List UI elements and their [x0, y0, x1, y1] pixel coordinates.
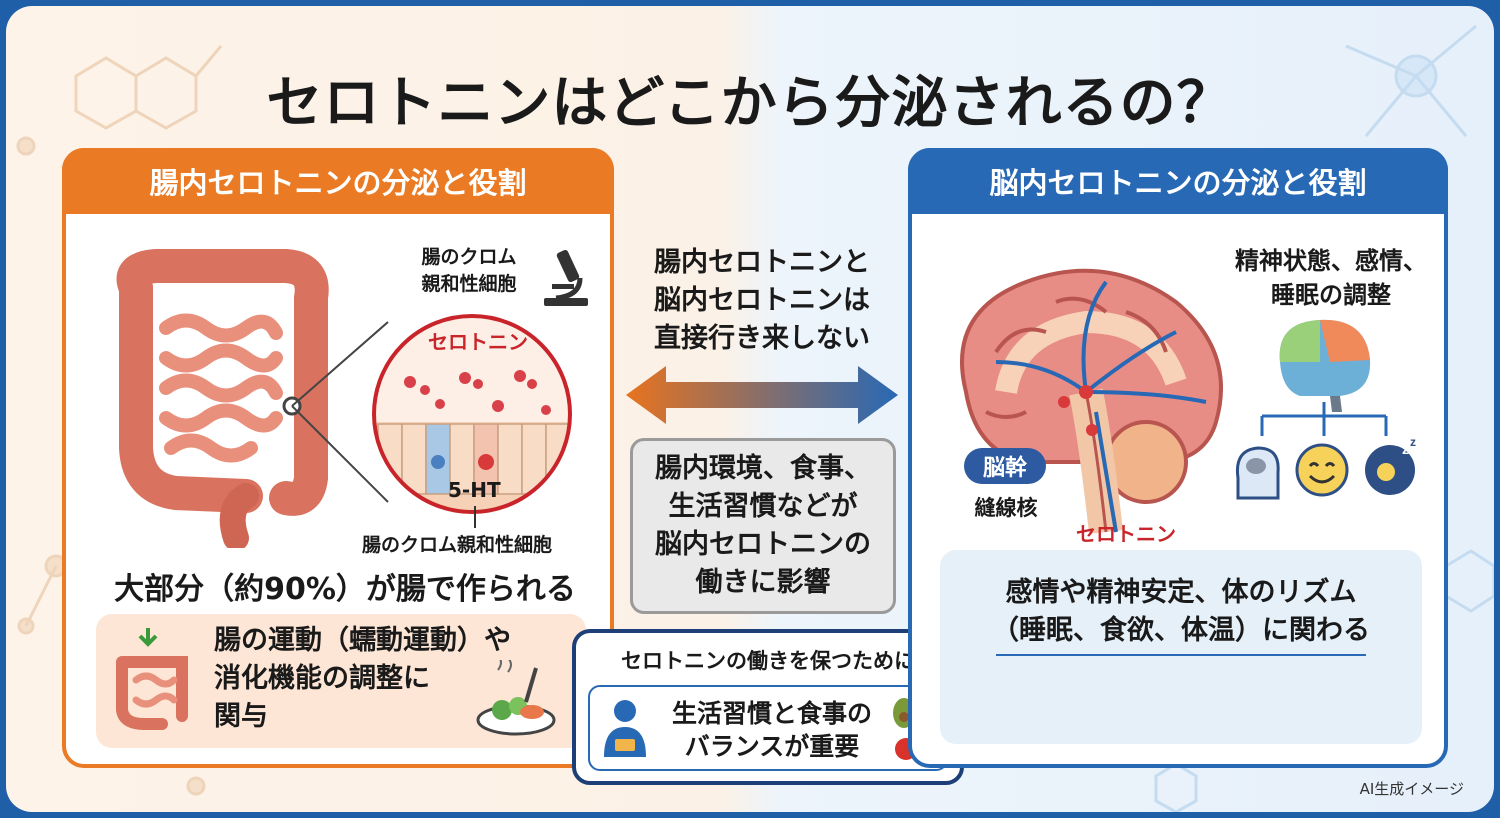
branch-connector	[1260, 402, 1388, 436]
color-brain-icon	[1279, 319, 1371, 412]
rhythm-line1: 感情や精神安定、体のリズム	[1005, 577, 1357, 608]
influence-text: 腸内環境、食事、 生活習慣などが 脳内セロトニンの 働きに影響	[655, 450, 871, 602]
influence-box: 腸内環境、食事、 生活習慣などが 脳内セロトニンの 働きに影響	[630, 438, 896, 614]
influence-line3: 脳内セロトニンの	[655, 529, 871, 560]
gut-serotonin-label: セロトニン	[428, 330, 528, 354]
brain-serotonin-panel: 脳内セロトニンの分泌と役割 脳幹 縫線核 セロトニン 精神状態、感情、 睡眠の調…	[908, 148, 1448, 768]
influence-line4: 働きに影響	[695, 567, 831, 598]
influence-line2: 生活習慣などが	[668, 491, 858, 522]
double-arrow-icon	[626, 366, 898, 424]
peristalsis-line2: 消化機能の調整に	[214, 663, 430, 694]
head-icon	[1235, 446, 1280, 500]
raphe-nucleus-label: 縫線核	[974, 496, 1038, 520]
gut-90-percent-statement: 大部分（約90%）が腸で作られる	[114, 572, 576, 607]
ai-generated-note: AI生成イメージ	[1359, 780, 1464, 798]
lifestyle-balance-box: 生活習慣と食事の バランスが重要	[588, 685, 948, 771]
svg-text:z: z	[1410, 436, 1416, 449]
magnify-connector	[291, 321, 389, 503]
brain-illustration	[960, 268, 1223, 534]
no-direct-crossing-text: 腸内セロトニンと 脳内セロトニンは 直接行き来しない	[620, 244, 904, 358]
peristalsis-box: 腸の運動（蠕動運動）や 消化機能の調整に 関与	[96, 614, 586, 748]
no-crossing-line3: 直接行き来しない	[654, 323, 870, 354]
chromaffin-cell-label-bottom: 腸のクロム親和性細胞	[362, 534, 553, 556]
chromaffin-label-line1: 腸のクロム	[421, 246, 517, 268]
intestine-illustration	[116, 249, 329, 548]
rhythm-line2: （睡眠、食欲、体温）に関わる	[992, 615, 1370, 646]
background-decoration	[16, 24, 1494, 812]
magnified-cells	[372, 314, 572, 514]
no-crossing-line1: 腸内セロトニンと	[654, 247, 870, 278]
no-crossing-line2: 脳内セロトニンは	[654, 285, 870, 316]
peristalsis-line3: 関与	[214, 701, 268, 732]
chromaffin-label-line2: 親和性細胞	[421, 273, 517, 295]
page-title: セロトニンはどこから分泌されるの？	[266, 71, 1234, 136]
salad-icon	[476, 660, 556, 736]
smile-icon	[1295, 443, 1349, 497]
regulation-line1: 精神状態、感情、	[1235, 247, 1427, 275]
regulation-text: 精神状態、感情、 睡眠の調整	[1218, 244, 1444, 312]
brainstem-badge: 脳幹	[964, 448, 1046, 484]
person-icon	[604, 700, 646, 757]
keep-serotonin-box: セロトニンの働きを保つために 生活習慣と食事の バランスが重要	[572, 629, 964, 785]
infographic-frame: セロトニンはどこから分泌されるの？ 腸内セロトニンの分泌と役割	[6, 6, 1494, 812]
rhythm-text: 感情や精神安定、体のリズム （睡眠、食欲、体温）に関わる	[940, 574, 1422, 650]
microscope-icon	[544, 249, 588, 306]
svg-text:z: z	[1402, 441, 1409, 457]
rhythm-box: 感情や精神安定、体のリズム （睡眠、食欲、体温）に関わる	[940, 550, 1422, 744]
five-ht-label: 5-HT	[448, 478, 501, 502]
influence-line1: 腸内環境、食事、	[655, 453, 871, 484]
sleep-icon: z z	[1365, 436, 1416, 495]
small-intestine-icon	[116, 628, 188, 730]
keep-line2: バランスが重要	[684, 732, 860, 761]
five-ht-pointer	[474, 506, 476, 528]
regulation-line2: 睡眠の調整	[1271, 281, 1391, 309]
keep-line1: 生活習慣と食事の	[671, 699, 872, 728]
gut-serotonin-panel: 腸内セロトニンの分泌と役割	[62, 148, 614, 768]
peristalsis-line1: 腸の運動（蠕動運動）や	[214, 625, 511, 656]
peristalsis-text: 腸の運動（蠕動運動）や 消化機能の調整に 関与	[214, 622, 511, 736]
lifestyle-balance-text: 生活習慣と食事の バランスが重要	[652, 697, 892, 763]
brain-serotonin-label: セロトニン	[1076, 522, 1176, 546]
gut-panel-header: 腸内セロトニンの分泌と役割	[62, 148, 614, 214]
chromaffin-cell-label-top: 腸のクロム 親和性細胞	[404, 244, 534, 298]
rhythm-divider	[996, 654, 1366, 656]
brain-panel-header: 脳内セロトニンの分泌と役割	[908, 148, 1448, 214]
keep-serotonin-header: セロトニンの働きを保つために	[621, 649, 915, 673]
